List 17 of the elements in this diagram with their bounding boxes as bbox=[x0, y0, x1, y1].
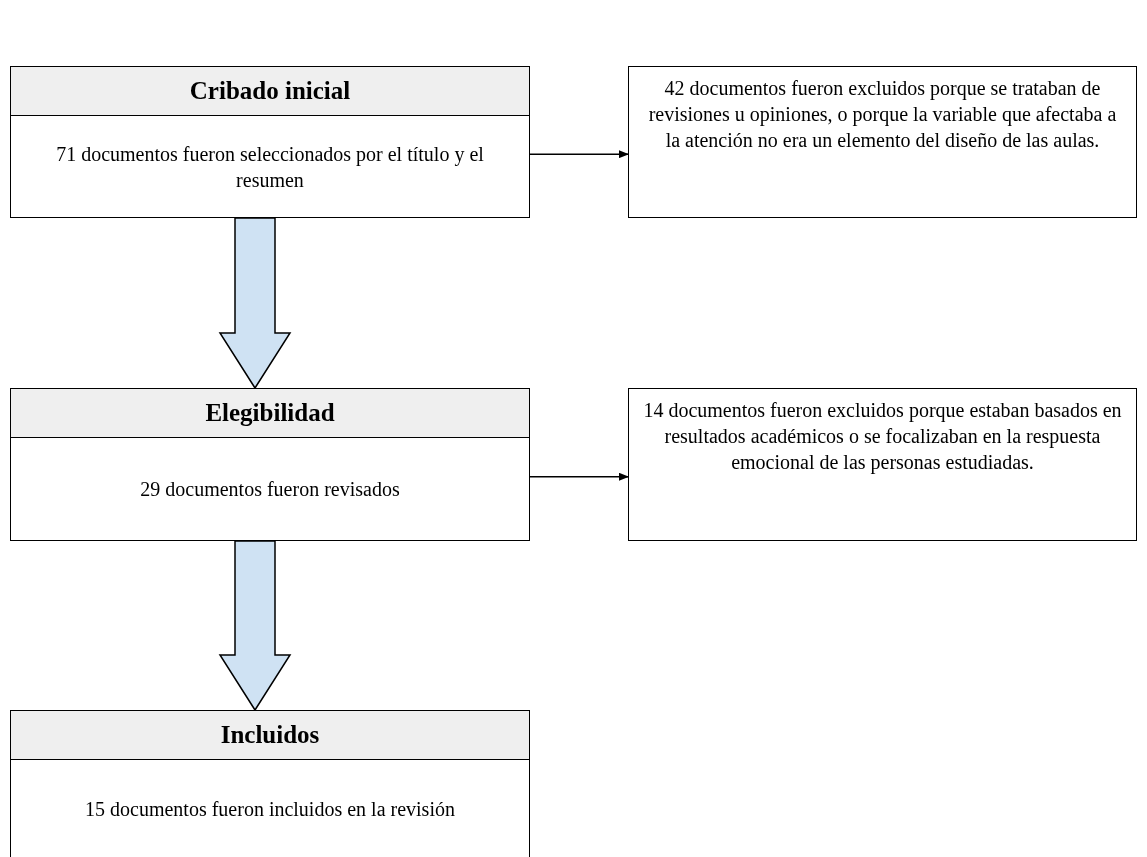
box-text: 15 documentos fueron incluidos en la revisión bbox=[85, 796, 455, 822]
arrow bbox=[529, 150, 629, 159]
box-text: 42 documentos fueron excluidos porque se trataban de revisiones u opiniones, o porque la variable que afectaba a la atención no era un elemento del diseño de las aulas. bbox=[647, 76, 1118, 153]
block-arrow bbox=[218, 540, 292, 712]
process-box bbox=[10, 388, 530, 541]
box-header: Elegibilidad bbox=[11, 389, 529, 438]
process-box bbox=[628, 388, 1137, 541]
block-arrow bbox=[218, 217, 292, 390]
box-text: 29 documentos fueron revisados bbox=[140, 477, 400, 502]
box-header: Incluidos bbox=[11, 711, 529, 760]
arrow bbox=[529, 472, 629, 481]
process-box bbox=[10, 66, 530, 218]
process-box bbox=[628, 66, 1137, 218]
process-box bbox=[10, 710, 530, 857]
box-text: 71 documentos fueron seleccionados por el título y el resumen bbox=[55, 141, 485, 193]
box-header: Cribado inicial bbox=[11, 67, 529, 116]
box-text: 14 documentos fueron excluidos porque estaban basados en resultados académicos o se focalizaban en la respuesta emocional de las personas estudiadas. bbox=[643, 398, 1122, 475]
